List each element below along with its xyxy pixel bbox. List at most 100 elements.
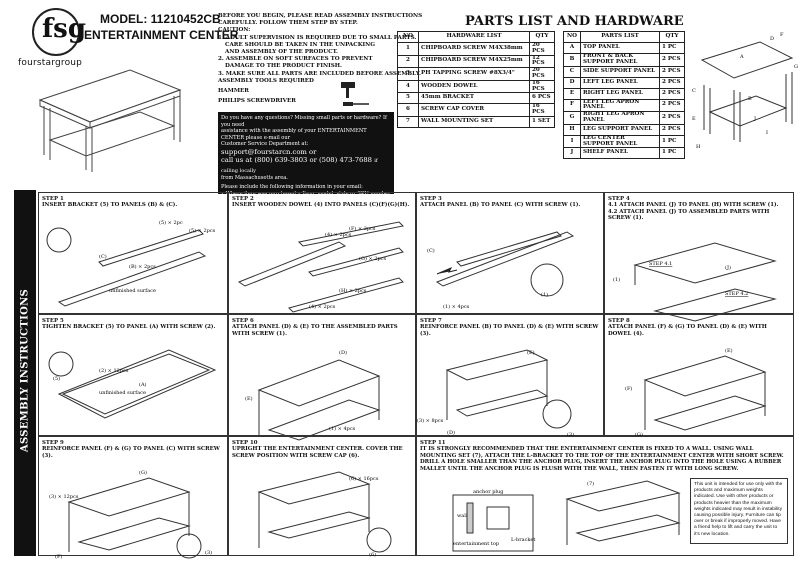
svg-text:(1) × 4pcs: (1) × 4pcs: [443, 303, 470, 310]
instruction-line: 2. ASSEMBLE ON SOFT SURFACES TO PREVENT: [218, 56, 373, 63]
instruction-line: CAREFULLY. FOLLOW THEM STEP BY STEP.: [218, 20, 358, 27]
instruction-line: CAUTION:: [218, 27, 251, 34]
diagram-letter: J: [753, 116, 756, 122]
diagram-letter: B: [748, 96, 752, 102]
svg-text:(1): (1): [613, 276, 620, 283]
svg-text:(3) × 8pcs: (3) × 8pcs: [417, 417, 444, 424]
diagram-letter: A: [739, 54, 744, 60]
assembly-instructions-side-bar: ASSEMBLY INSTRUCTIONS: [14, 190, 36, 556]
svg-text:(C): (C): [99, 253, 107, 260]
svg-text:(E): (E): [527, 349, 535, 356]
product-illustration: [38, 69, 182, 172]
svg-text:(D): (D): [339, 349, 347, 356]
svg-text:(5): (5): [53, 375, 60, 382]
svg-text:wall: wall: [457, 513, 468, 519]
svg-text:(3): (3): [205, 549, 212, 556]
svg-text:unfinished surface: unfinished surface: [99, 390, 146, 396]
fsg-logo-icon: fsg: [32, 8, 86, 56]
svg-text:(F) × 2pcs: (F) × 2pcs: [349, 225, 376, 232]
svg-text:(G) × 2pcs: (G) × 2pcs: [359, 255, 386, 262]
svg-text:(1): (1): [541, 291, 548, 298]
brand-name: fourstargroup: [18, 58, 83, 68]
svg-text:(F): (F): [55, 553, 62, 560]
svg-text:(F): (F): [625, 385, 632, 392]
product-title: ENTERTAINMENT CENTER: [84, 28, 239, 42]
svg-text:(5) × 2pc: (5) × 2pc: [159, 219, 183, 226]
svg-text:STEP 4.1: STEP 4.1: [649, 261, 672, 267]
instruction-line: HAMMER: [218, 88, 249, 95]
instruction-line: 3. MAKE SURE ALL PARTS ARE INCLUDED BEFO…: [218, 70, 421, 77]
support-phone[interactable]: call us at (800) 639-3803 or (508) 473-7…: [221, 156, 373, 165]
svg-text:(G): (G): [139, 469, 147, 476]
instruction-line: DAMAGE TO THE PRODUCT FINISH.: [225, 63, 342, 70]
diagram-letter: E: [692, 116, 696, 122]
svg-text:(6) × 16pcs: (6) × 16pcs: [349, 475, 379, 482]
svg-text:(2) × 12pcs: (2) × 12pcs: [99, 367, 129, 374]
svg-text:(5) × 2pcs: (5) × 2pcs: [189, 227, 216, 234]
svg-text:(1) × 4pcs: (1) × 4pcs: [329, 425, 356, 432]
svg-text:(E): (E): [245, 395, 253, 402]
svg-text:(B) × 2pcs: (B) × 2pcs: [129, 263, 156, 270]
svg-text:(3) × 12pcs: (3) × 12pcs: [49, 493, 79, 500]
parts-list-title: PARTS LIST AND HARDWARE: [465, 14, 684, 29]
svg-text:(E): (E): [725, 347, 733, 354]
tools-icon: [341, 82, 369, 106]
instruction-line: BEFORE YOU BEGIN, PLEASE READ ASSEMBLY I…: [218, 13, 423, 19]
svg-text:anchor plug: anchor plug: [473, 489, 504, 495]
svg-text:(G): (G): [635, 431, 643, 438]
diagram-letter: H: [696, 144, 701, 150]
instruction-line: ASSEMBLY TOOLS REQUIRED: [218, 77, 314, 84]
svg-text:(H) × 2pcs: (H) × 2pcs: [339, 287, 367, 294]
instruction-line: CARE SHOULD BE TAKEN IN THE UNPACKING: [225, 41, 376, 48]
svg-text:STEP 4.2: STEP 4.2: [725, 291, 748, 297]
caution-instructions: BEFORE YOU BEGIN, PLEASE READ ASSEMBLY I…: [218, 13, 423, 105]
svg-text:(J): (J): [725, 264, 731, 271]
svg-text:(3): (3): [567, 431, 574, 438]
customer-service-box: Do you have any questions? Missing small…: [218, 112, 394, 223]
svg-text:(C): (C): [427, 247, 435, 254]
support-email[interactable]: support@fourstarcn.com or: [221, 147, 317, 156]
diagram-letter: C: [692, 88, 696, 94]
brand-logo: fsg fourstargroup: [18, 8, 96, 68]
instruction-line: 1. ADULT SUPERVISION IS REQUIRED DUE TO …: [218, 34, 417, 41]
svg-text:unfinished surface: unfinished surface: [109, 288, 156, 294]
svg-text:L-bracket: L-bracket: [511, 537, 535, 543]
svg-text:(D): (D): [447, 429, 455, 436]
safety-notice: This unit is intended for use only with …: [690, 478, 788, 544]
diagram-letter: D: [770, 36, 774, 42]
svg-text:(4) × 2pcs: (4) × 2pcs: [309, 303, 336, 310]
instruction-line: AND ASSEMBLY OF THE PRODUCT.: [225, 49, 338, 56]
instruction-line: PHILIPS SCREWDRIVER: [218, 98, 296, 105]
svg-text:(4) × 2pcs: (4) × 2pcs: [325, 231, 352, 238]
svg-text:(A): (A): [139, 381, 147, 388]
svg-text:(6): (6): [369, 551, 376, 558]
exploded-diagram: A B C D E F G H I J: [692, 32, 798, 150]
